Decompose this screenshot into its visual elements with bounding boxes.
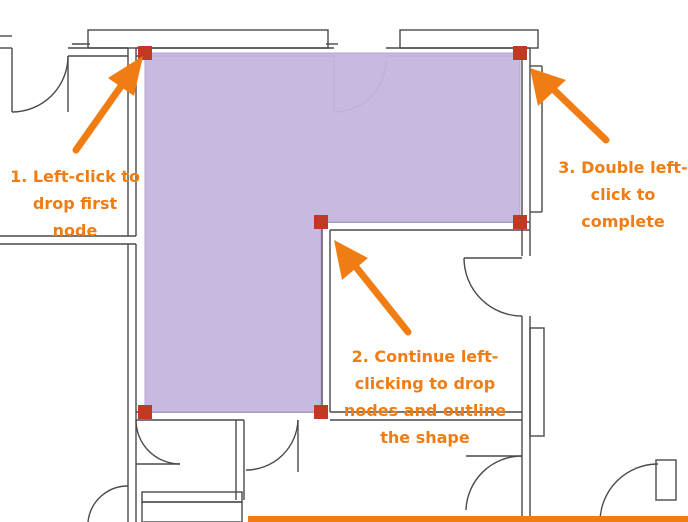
callout-line: 1. Left-click to bbox=[10, 167, 140, 186]
callout-line: the shape bbox=[380, 428, 470, 447]
accent-bar bbox=[248, 516, 688, 522]
callout-line: drop first bbox=[32, 194, 118, 213]
arrows bbox=[72, 56, 610, 336]
callout-step-3: 3. Double left- click to complete bbox=[552, 154, 688, 235]
callout-line: click to bbox=[590, 185, 656, 204]
arrow-3 bbox=[530, 68, 610, 144]
node-5[interactable] bbox=[314, 405, 328, 419]
node-6[interactable] bbox=[138, 405, 152, 419]
callout-line: clicking to drop bbox=[354, 374, 496, 393]
node-3[interactable] bbox=[513, 215, 527, 229]
callout-line: node bbox=[52, 221, 98, 240]
callout-line: 2. Continue left- bbox=[351, 347, 499, 366]
callout-line: complete bbox=[581, 212, 665, 231]
node-1[interactable] bbox=[138, 46, 152, 60]
node-2[interactable] bbox=[513, 46, 527, 60]
arrow-1 bbox=[72, 56, 143, 154]
nodes bbox=[138, 46, 527, 419]
node-4[interactable] bbox=[314, 215, 328, 229]
callout-line: nodes and outline bbox=[343, 401, 507, 420]
arrow-2 bbox=[334, 240, 412, 336]
callout-step-1: 1. Left-click to drop first node bbox=[4, 163, 146, 244]
callout-line: 3. Double left- bbox=[558, 158, 688, 177]
callout-step-2: 2. Continue left- clicking to drop nodes… bbox=[338, 343, 512, 451]
